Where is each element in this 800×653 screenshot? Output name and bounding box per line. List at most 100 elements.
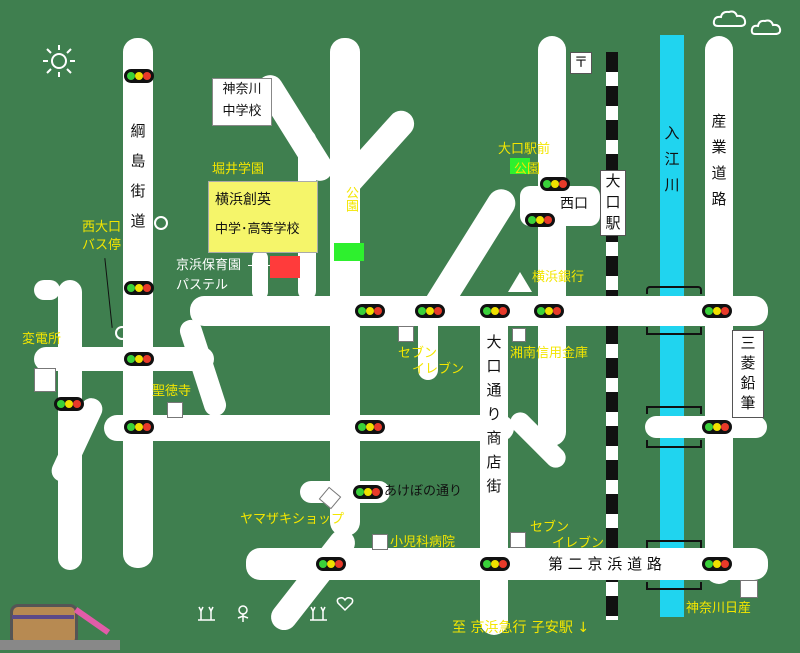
shotengai-char: 大 [486, 333, 502, 351]
horii-gakuen-label: 堀井学園 [212, 162, 265, 177]
post-office-icon: 〒 [570, 52, 592, 74]
shotengai-char: 通 [486, 381, 502, 399]
traffic-signal-icon [702, 557, 732, 571]
traffic-signal-icon [353, 485, 383, 499]
yokohama-soei-school: 横浜創英 中学･高等学校 [208, 181, 318, 253]
shonan-shinkin-building [512, 328, 526, 342]
pastel-label: パステル [176, 278, 229, 293]
bank-icon [508, 272, 532, 292]
bus-stop-icon [154, 216, 168, 230]
tsunashima-char: 街 [130, 182, 146, 200]
traffic-signal-icon [415, 304, 445, 318]
traffic-signal-icon [124, 281, 154, 295]
nishiguchi-label: 西口 [560, 196, 588, 212]
road-tsunashima-kaido [123, 38, 153, 568]
kanagawa-nissan-label: 神奈川日産 [686, 601, 752, 616]
cloud-icon [750, 19, 782, 35]
irie-char: 江 [664, 150, 680, 168]
keihin-nursery-marker [270, 256, 300, 278]
to-koyasu-label: 至 京浜急行 子安駅 ↓ [452, 620, 590, 636]
bus-stop-leader [104, 258, 113, 328]
traffic-signal-icon [355, 304, 385, 318]
shotokuji-label: 聖徳寺 [152, 384, 192, 399]
traffic-signal-icon [480, 557, 510, 571]
mitsubishi-char: 鉛 [740, 374, 756, 392]
sangyo-char: 産 [711, 112, 727, 130]
spacer [128, 142, 148, 150]
school-bag-strap [12, 615, 74, 619]
yamazaki-label: ヤマザキショップ [240, 512, 345, 527]
tulip-icon [310, 606, 327, 621]
oguchi-ekimae-park-label-1: 大口駅前 [498, 142, 551, 157]
heart-icon [336, 597, 354, 612]
yokohama-soei-label-2: 中学･高等学校 [215, 222, 300, 237]
yokohama-soei-label-1: 横浜創英 [215, 192, 271, 208]
traffic-signal-icon [124, 420, 154, 434]
mitsubishi-char: 三 [740, 334, 756, 352]
irie-char: 川 [664, 176, 680, 194]
kanagawa-nissan-building [740, 580, 758, 598]
oguchi-station-char: 大 [605, 172, 621, 190]
cloud-icon [712, 10, 747, 27]
road-shotokuji-street [104, 415, 514, 441]
oguchi-station-label: 大 口 駅 [603, 171, 623, 234]
seven-eleven-2-label-b: イレブン [552, 536, 605, 551]
akebono-dori-label: あけぼの通り [384, 484, 463, 499]
seven-eleven-2-label: セブン [530, 520, 570, 535]
oguchi-ekimae-park-label-2: 公園 [514, 162, 541, 177]
seven-eleven-1-label-b: イレブン [412, 362, 465, 377]
oguchi-station-char: 口 [605, 193, 621, 211]
road-school-vertical [252, 250, 268, 300]
oguchi-station: 大 口 駅 [600, 170, 626, 236]
seven-eleven-1-building [398, 326, 414, 342]
traffic-signal-icon [702, 304, 732, 318]
shotengai-char: 口 [486, 357, 502, 375]
nishi-oguchi-bus-label-2: バス停 [82, 238, 122, 253]
bridge-mark [646, 327, 702, 335]
pencil-icon [73, 607, 111, 635]
shotengai-char: 街 [486, 477, 502, 495]
road-near-station [538, 36, 566, 446]
bridge-mark [646, 440, 702, 448]
spacer [128, 172, 148, 180]
shotokuji-building [167, 402, 183, 418]
chalk-tray [0, 640, 120, 650]
bus-stop-icon [115, 326, 129, 340]
mitsubishi-char: 菱 [740, 354, 756, 372]
bridge-mark [646, 582, 702, 590]
oguchi-station-char: 駅 [605, 214, 621, 232]
mitsubishi-label: 三 菱 鉛 筆 [738, 333, 758, 413]
tsunashima-kaido-label: 綱 島 街 道 [128, 120, 148, 232]
substation-building [34, 368, 56, 392]
road-main-east-west [190, 296, 768, 326]
tsunashima-char: 道 [130, 212, 146, 230]
park-label: 公園 [340, 186, 360, 218]
tulip-icon [198, 606, 215, 621]
traffic-signal-icon [702, 420, 732, 434]
traffic-signal-icon [480, 304, 510, 318]
road-shotengai [480, 310, 508, 635]
railway-line [606, 52, 618, 620]
sangyo-doro-label: 産 業 道 路 [709, 108, 729, 212]
irie-river-label: 入 江 川 [662, 120, 682, 198]
bridge-mark [646, 406, 702, 414]
keihin-nursery-leader [248, 265, 270, 266]
traffic-signal-icon [355, 420, 385, 434]
traffic-signal-icon [540, 177, 570, 191]
pediatric-label: 小児科病院 [390, 535, 456, 550]
traffic-signal-icon [534, 304, 564, 318]
tsunashima-char: 綱 [130, 122, 146, 140]
shotengai-char: り [486, 405, 502, 423]
keihin-nursery-label: 京浜保育園 [176, 258, 242, 273]
bridge-mark [646, 286, 702, 294]
shotengai-char: 商 [486, 429, 502, 447]
nishi-oguchi-bus-label-1: 西大口 [82, 220, 122, 235]
irie-river [660, 35, 684, 617]
traffic-signal-icon [124, 69, 154, 83]
bridge-mark [646, 540, 702, 548]
road-center-north [330, 38, 360, 536]
spacer [128, 202, 148, 210]
sangyo-char: 業 [711, 138, 727, 156]
yokohama-bank-label: 横浜銀行 [532, 270, 585, 285]
traffic-signal-icon [316, 557, 346, 571]
